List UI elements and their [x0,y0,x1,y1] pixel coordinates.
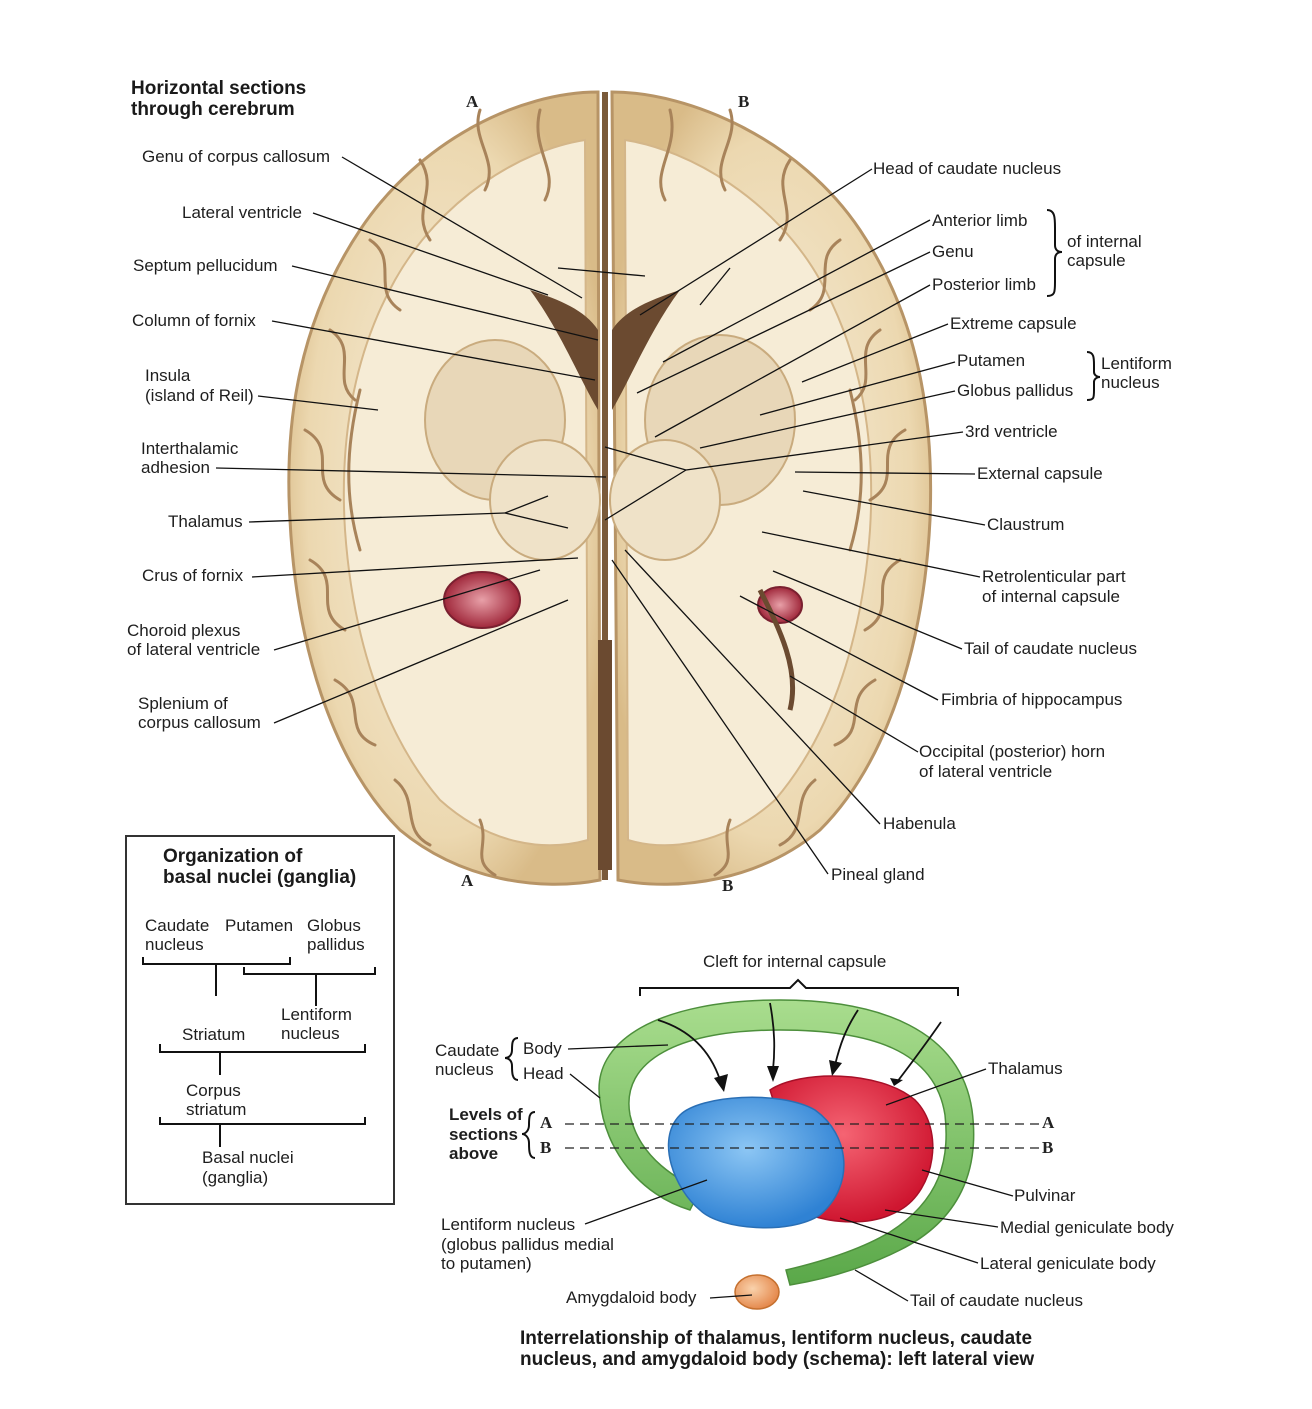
label-retrolenticular: Retrolenticular part [982,567,1126,586]
schema-lentiform-sub-1: (globus pallidus medial [441,1235,614,1254]
label-splenium: Splenium of [138,694,228,713]
label-genu: Genu [932,242,974,261]
label-external-capsule: External capsule [977,464,1103,483]
schema-diagram [504,978,1040,1310]
leader-lines-left [215,156,646,724]
label-retrolenticular-sub: of internal capsule [982,587,1120,606]
org-lentiform-sub: nucleus [281,1024,340,1043]
label-lentiform: Lentiform [1101,354,1172,373]
org-globus-sub: pallidus [307,935,365,954]
posterior-fissure-shadow [598,640,612,870]
org-title-2: basal nuclei (ganglia) [163,867,357,888]
label-genu-corpus-callosum: Genu of corpus callosum [142,147,331,166]
label-extreme-capsule: Extreme capsule [950,314,1077,333]
leader-lines-right [604,168,986,875]
org-title-1: Organization of [163,846,303,867]
schema-thalamus: Thalamus [988,1059,1063,1078]
label-choroid-plexus: Choroid plexus [127,621,241,640]
org-basal: Basal nuclei [202,1148,294,1167]
section-letter-b-bottom: B [722,876,734,895]
org-corpus-sub: striatum [186,1100,247,1119]
schema-caudate: Caudate [435,1041,500,1060]
org-caudate: Caudate [145,916,210,935]
sulci [303,108,907,877]
cleft-bracket [639,978,959,996]
org-putamen: Putamen [225,916,294,935]
schema-levels-3: above [449,1144,499,1163]
label-of-internal: of internal [1067,232,1142,251]
label-posterior-limb: Posterior limb [932,275,1036,294]
title-line-2: through cerebrum [131,99,295,120]
schema-lateral-geniculate: Lateral geniculate body [980,1254,1156,1273]
schema-caption-1: Interrelationship of thalamus, lentiform… [520,1328,1033,1349]
label-splenium-sub: corpus callosum [138,713,261,732]
label-occipital-horn-sub: of lateral ventricle [919,762,1053,781]
org-caudate-sub: nucleus [145,935,204,954]
schema-levels-1: Levels of [449,1105,523,1124]
schema-level-b: B [540,1138,552,1157]
org-striatum: Striatum [182,1025,246,1044]
label-insula: Insula [145,366,191,385]
org-box-brackets [142,957,376,1147]
label-claustrum: Claustrum [987,515,1065,534]
schema-lentiform: Lentiform nucleus [441,1215,576,1234]
label-occipital-horn: Occipital (posterior) horn [919,742,1106,761]
schema-tail-caudate: Tail of caudate nucleus [910,1291,1083,1310]
label-fimbria: Fimbria of hippocampus [941,690,1123,709]
label-lentiform-nucleus: nucleus [1101,373,1160,392]
schema-lentiform-sub-2: to putamen) [441,1254,532,1273]
schema-head: Head [523,1064,564,1083]
schema-amygdaloid: Amygdaloid body [566,1288,697,1307]
label-tail-caudate: Tail of caudate nucleus [964,639,1137,658]
label-capsule: capsule [1067,251,1126,270]
braces-right [1046,209,1101,401]
label-interthalamic: Interthalamic [141,439,239,458]
label-septum-pellucidum: Septum pellucidum [133,256,278,275]
schema-body: Body [523,1039,562,1058]
org-corpus: Corpus [186,1081,241,1100]
schema-level-a: A [540,1113,553,1132]
schema-medial-geniculate: Medial geniculate body [1000,1218,1174,1237]
label-thalamus: Thalamus [168,512,243,531]
label-column-of-fornix: Column of fornix [132,311,256,330]
choroid-plexus-left [443,571,521,629]
section-letter-a-bottom: A [461,871,474,890]
label-globus-pallidus: Globus pallidus [957,381,1074,400]
caudate-nucleus-shape [598,999,975,1286]
occipital-horn-right [757,588,796,711]
label-pineal-gland: Pineal gland [831,865,925,884]
schema-cleft: Cleft for internal capsule [703,952,887,971]
deep-nuclei [424,290,796,561]
label-anterior-limb: Anterior limb [932,211,1028,230]
lentiform-nucleus-shape [667,1096,845,1229]
label-interthalamic-sub: adhesion [141,458,211,477]
label-choroid-plexus-sub: of lateral ventricle [127,640,261,659]
section-letter-b-top: B [738,92,750,111]
schema-caudate-sub: nucleus [435,1060,494,1079]
schema-caption-2: nucleus, and amygdaloid body (schema): l… [520,1349,1035,1370]
label-putamen: Putamen [957,351,1026,370]
amygdaloid-shape [734,1274,780,1310]
schema-pulvinar: Pulvinar [1014,1186,1076,1205]
schema-levels-2: sections [449,1125,518,1144]
org-lentiform: Lentiform [281,1005,352,1024]
title-line-1: Horizontal sections [131,78,307,99]
org-globus: Globus [307,916,361,935]
label-third-ventricle: 3rd ventricle [965,422,1058,441]
section-letter-a-top: A [466,92,479,111]
org-basal-sub: (ganglia) [202,1168,269,1187]
label-insula-sub: (island of Reil) [145,386,254,405]
label-crus-of-fornix: Crus of fornix [142,566,244,585]
label-lateral-ventricle: Lateral ventricle [182,203,303,222]
organization-box [125,835,395,1205]
label-habenula: Habenula [883,814,956,833]
schema-level-b-right: B [1042,1138,1054,1157]
schema-level-a-right: A [1042,1113,1055,1132]
label-head-caudate: Head of caudate nucleus [873,159,1062,178]
